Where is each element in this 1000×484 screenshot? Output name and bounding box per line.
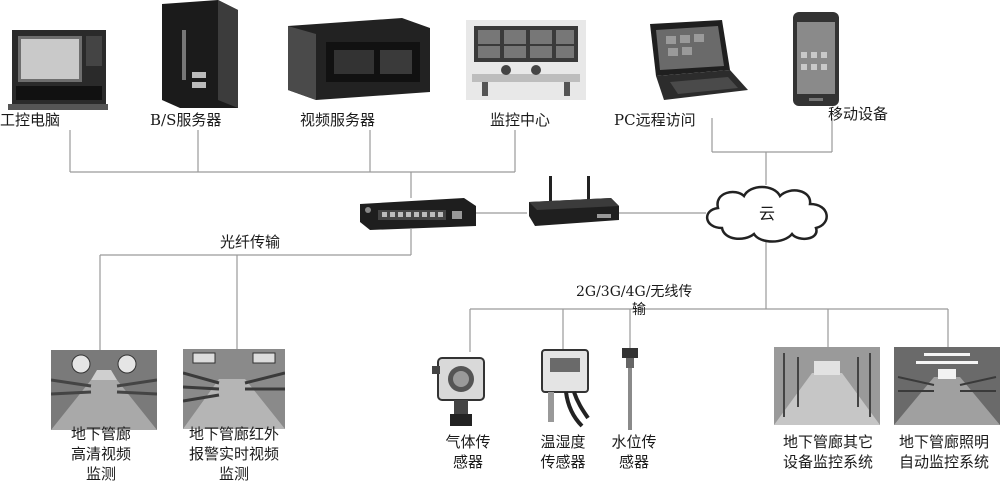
pc-remote-label: PC远程访问 (614, 111, 696, 129)
cloud-icon (700, 182, 834, 244)
mobile-phone-icon (793, 12, 839, 106)
wireless-transmission-label: 2G/3G/4G/无线传 (576, 284, 693, 300)
monitor-center-label: 监控中心 (490, 111, 551, 129)
water-level-sensor-icon (618, 346, 642, 432)
cloud-label: 云 (758, 204, 775, 223)
laptop-icon (640, 20, 748, 102)
tunnel-infrared-photo (183, 349, 285, 429)
video-server-icon (282, 18, 432, 100)
bs-server-icon (158, 0, 240, 108)
tunnel-equipment-photo (774, 347, 880, 425)
industrial-pc-label: 工控电脑 (0, 111, 61, 129)
industrial-pc-icon (8, 26, 108, 116)
gas-sensor-label: 气体传 感器 (445, 433, 491, 471)
gas-sensor-icon (432, 350, 490, 430)
router-icon (527, 176, 619, 228)
tunnel-lighting-photo (894, 347, 1000, 425)
bs-server-label: B/S服务器 (150, 111, 222, 129)
tunnel-hd-video-photo (51, 350, 157, 430)
wireless-transmission-label-cont: 输 (632, 302, 646, 318)
video-server-label: 视频服务器 (300, 111, 376, 129)
mobile-label: 移动设备 (828, 105, 889, 123)
other-monitor-label: 地下管廊其它 设备监控系统 (782, 433, 873, 471)
monitor-center-icon (466, 20, 586, 100)
humidity-sensor-label: 温湿度 传感器 (540, 433, 586, 471)
infrared-alarm-label: 地下管廊红外 报警实时视频 监测 (188, 425, 279, 483)
hd-video-label: 地下管廊 高清视频 监测 (70, 425, 131, 483)
lighting-control-label: 地下管廊照明 自动监控系统 (898, 433, 989, 471)
humidity-sensor-icon (540, 348, 590, 430)
fiber-transmission-label: 光纤传输 (220, 233, 281, 251)
network-switch-icon (360, 198, 476, 230)
water-sensor-label: 水位传 感器 (611, 433, 657, 471)
